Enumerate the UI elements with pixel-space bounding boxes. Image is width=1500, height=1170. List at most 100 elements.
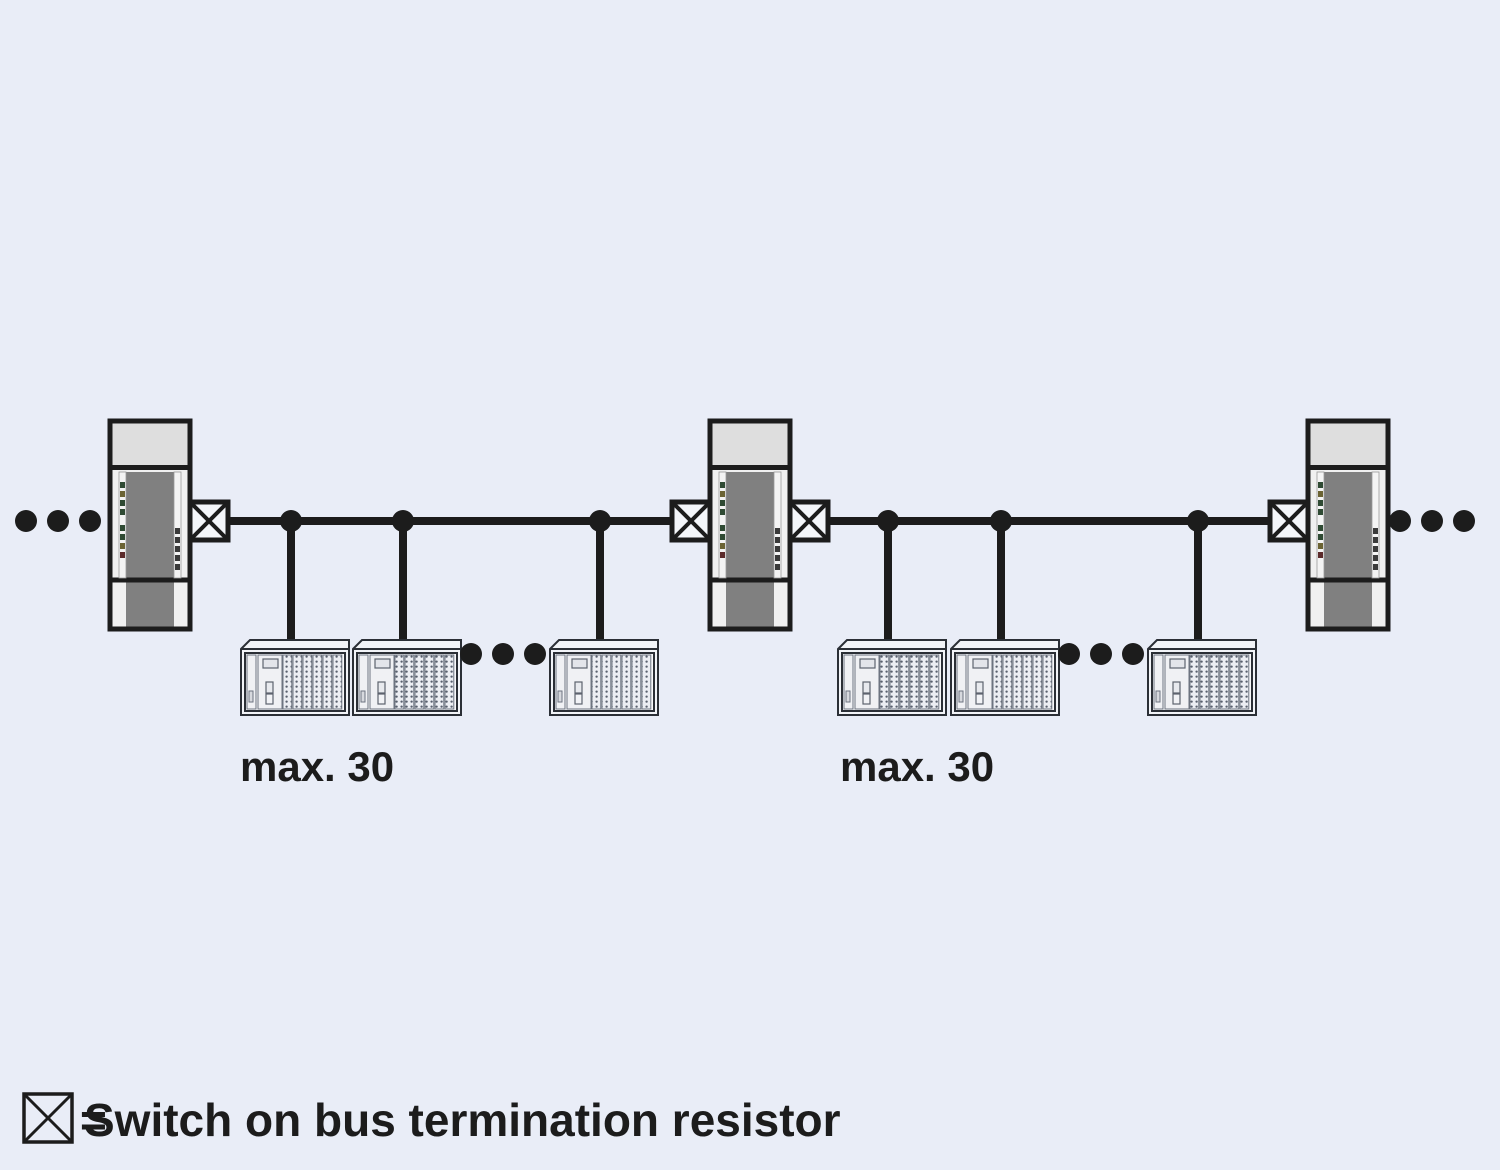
device-power-indicator bbox=[958, 690, 964, 703]
ellipsis-dot-1 bbox=[460, 643, 482, 665]
device-cpu-switch-lower bbox=[377, 693, 386, 705]
rack-led-2 bbox=[720, 491, 725, 497]
rack-connector-pin-5 bbox=[775, 564, 780, 570]
device-io-module-1 bbox=[282, 654, 293, 710]
rack-led-6 bbox=[120, 534, 125, 540]
termination-switch-left-rack-right[interactable] bbox=[187, 499, 231, 543]
termination-switch-middle-rack-right[interactable] bbox=[787, 499, 831, 543]
junction-2 bbox=[392, 510, 414, 532]
device-io-module-3 bbox=[414, 654, 425, 710]
rack-connector-strip-right bbox=[1371, 471, 1380, 579]
rack-connector-pin-3 bbox=[1373, 546, 1378, 552]
rack-led-1 bbox=[720, 482, 725, 488]
rack-led-3 bbox=[720, 500, 725, 506]
rack-led-4 bbox=[720, 509, 725, 515]
rack-led-4 bbox=[120, 509, 125, 515]
rack-connector-pin-2 bbox=[775, 537, 780, 543]
rack-connector-pin-5 bbox=[1373, 564, 1378, 570]
device-cpu-switch-upper bbox=[862, 681, 871, 694]
device-io-module-6 bbox=[332, 654, 343, 710]
device-cpu-switch-upper bbox=[1172, 681, 1181, 694]
device-io-module-4 bbox=[312, 654, 323, 710]
plc-rack-middle bbox=[707, 418, 793, 632]
device-power-indicator bbox=[360, 690, 366, 703]
rack-led-1 bbox=[1318, 482, 1323, 488]
rack-connector-strip-right bbox=[173, 471, 182, 579]
bus-lines-group bbox=[228, 510, 1270, 654]
device-cpu-switch-upper bbox=[265, 681, 274, 694]
rack-connector-pin-1 bbox=[175, 528, 180, 534]
label-max-left: max. 30 bbox=[240, 743, 394, 790]
device-io-module-4 bbox=[909, 654, 920, 710]
termination-switch-cross-b bbox=[1268, 500, 1310, 542]
device-cpu-switch-lower bbox=[862, 693, 871, 705]
device-io-module-2 bbox=[601, 654, 612, 710]
rack-connector-pin-3 bbox=[775, 546, 780, 552]
ellipsis-group bbox=[15, 510, 1475, 665]
rack-led-3 bbox=[1318, 500, 1323, 506]
ellipsis-devices-right bbox=[1058, 643, 1144, 665]
device-io-module-1 bbox=[591, 654, 602, 710]
device-power-module bbox=[843, 654, 854, 710]
device-io-module-6 bbox=[1239, 654, 1250, 710]
ellipsis-dot-1 bbox=[1389, 510, 1411, 532]
rack-middle-body bbox=[1324, 472, 1372, 578]
rack-connector-pin-3 bbox=[175, 546, 180, 552]
rack-connector-pin-4 bbox=[775, 555, 780, 561]
rack-led-1 bbox=[120, 482, 125, 488]
rack-lower-body bbox=[1324, 582, 1372, 627]
device-power-indicator bbox=[1155, 690, 1161, 703]
junction-3 bbox=[589, 510, 611, 532]
device-io-module-1 bbox=[992, 654, 1003, 710]
ellipsis-dot-3 bbox=[1122, 643, 1144, 665]
rack-led-7 bbox=[1318, 543, 1323, 549]
device-cpu-switch-lower bbox=[574, 693, 583, 705]
termination-switch-middle-rack-left[interactable] bbox=[669, 499, 713, 543]
legend-cross-b bbox=[22, 1092, 74, 1144]
junction-6 bbox=[1187, 510, 1209, 532]
device-io-module-2 bbox=[404, 654, 415, 710]
io-device-right-3 bbox=[1147, 639, 1257, 716]
device-io-module-1 bbox=[394, 654, 405, 710]
device-io-module-5 bbox=[631, 654, 642, 710]
rack-led-5 bbox=[120, 525, 125, 531]
junction-4 bbox=[877, 510, 899, 532]
device-io-module-2 bbox=[1199, 654, 1210, 710]
ellipsis-dot-1 bbox=[1058, 643, 1080, 665]
device-io-module-6 bbox=[641, 654, 652, 710]
rack-led-3 bbox=[120, 500, 125, 506]
rack-led-8 bbox=[720, 552, 725, 558]
plc-racks-group bbox=[107, 418, 1391, 632]
rack-led-6 bbox=[720, 534, 725, 540]
ellipsis-dot-2 bbox=[492, 643, 514, 665]
device-io-module-5 bbox=[434, 654, 445, 710]
rack-led-8 bbox=[1318, 552, 1323, 558]
device-cpu-switch-upper bbox=[574, 681, 583, 694]
device-io-module-3 bbox=[302, 654, 313, 710]
device-cpu-display bbox=[972, 658, 989, 669]
device-io-module-3 bbox=[1209, 654, 1220, 710]
termination-switch-right-rack-left[interactable] bbox=[1267, 499, 1311, 543]
rack-connector-pin-4 bbox=[1373, 555, 1378, 561]
device-cpu-switch-lower bbox=[1172, 693, 1181, 705]
device-power-indicator bbox=[248, 690, 254, 703]
device-io-module-1 bbox=[879, 654, 890, 710]
device-cpu-display bbox=[374, 658, 391, 669]
rack-led-5 bbox=[720, 525, 725, 531]
device-io-module-2 bbox=[292, 654, 303, 710]
rack-led-5 bbox=[1318, 525, 1323, 531]
rack-connector-strip-right bbox=[773, 471, 782, 579]
termination-switch-cross-b bbox=[670, 500, 712, 542]
legend-text: Switch on bus termination resistor bbox=[84, 1094, 841, 1146]
device-power-module bbox=[956, 654, 967, 710]
rack-connector-pin-5 bbox=[175, 564, 180, 570]
rack-top-panel bbox=[712, 423, 788, 468]
device-io-module-1 bbox=[1189, 654, 1200, 710]
legend-equals-sign: = bbox=[80, 1094, 107, 1146]
junction-5 bbox=[990, 510, 1012, 532]
device-io-module-4 bbox=[621, 654, 632, 710]
device-power-module bbox=[246, 654, 257, 710]
rack-top-panel bbox=[1310, 423, 1386, 468]
device-power-module bbox=[1153, 654, 1164, 710]
